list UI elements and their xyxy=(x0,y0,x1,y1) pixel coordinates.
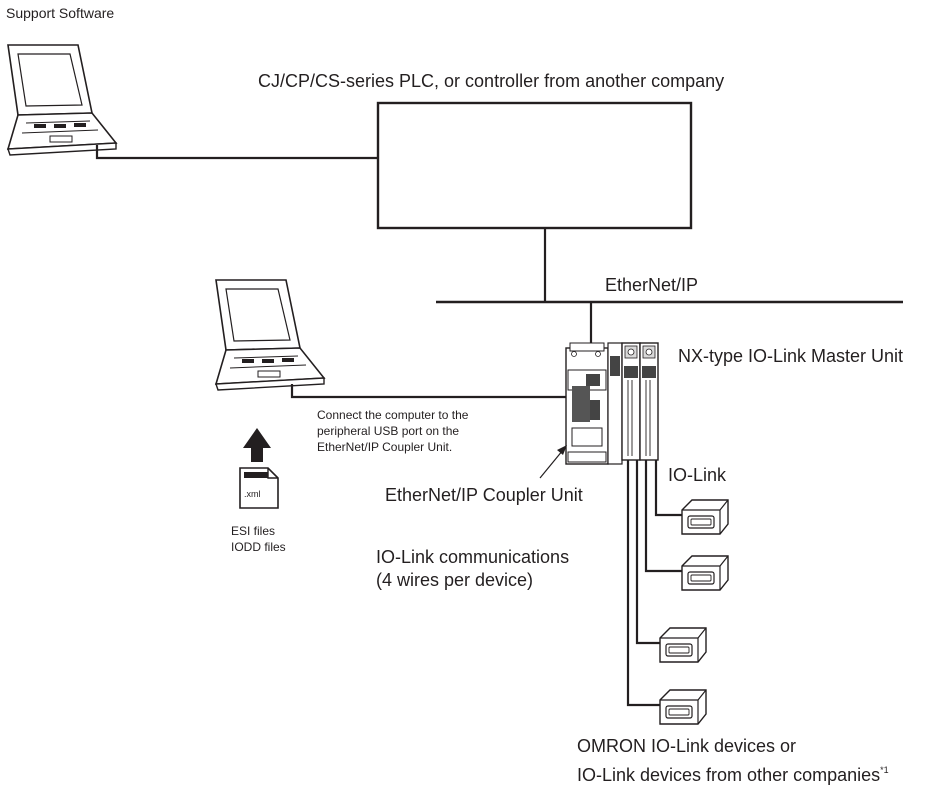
coupler-unit-label: EtherNet/IP Coupler Unit xyxy=(385,485,583,505)
laptop-icon xyxy=(215,279,325,391)
connect-note-line: Connect the computer to the xyxy=(317,408,469,422)
devices-label: OMRON IO-Link devices or IO-Link devices… xyxy=(577,734,889,787)
io-link-label: IO-Link xyxy=(668,465,727,485)
master-unit-icon xyxy=(607,342,659,465)
plc-box xyxy=(376,101,693,230)
devices-label-line: IO-Link devices from other companies*1 xyxy=(577,758,889,787)
devices-label-line: OMRON IO-Link devices or xyxy=(577,736,797,756)
io-link-device-icon xyxy=(681,555,729,591)
iolink-comm-line: IO-Link communications xyxy=(376,547,570,567)
iolink-comm-line: (4 wires per device) xyxy=(376,570,534,590)
devices-label-text: IO-Link devices from other companies xyxy=(577,765,881,785)
connect-note-line: peripheral USB port on the xyxy=(317,424,460,438)
connect-note: Connect the computer to the peripheral U… xyxy=(317,407,468,455)
iodd-files-label: IODD files xyxy=(231,540,286,554)
io-link-wiring xyxy=(626,460,683,707)
connect-note-line: EtherNet/IP Coupler Unit. xyxy=(317,440,453,454)
files-label: ESI files IODD files xyxy=(231,523,286,555)
coupler-unit-icon xyxy=(565,342,609,465)
pointer-arrow xyxy=(539,445,567,479)
esi-files-label: ESI files xyxy=(231,524,276,538)
file-ext-label: .xml xyxy=(244,489,261,499)
up-arrow-icon xyxy=(243,428,271,462)
file-icon: .xml xyxy=(239,467,279,509)
io-link-device-icon xyxy=(659,689,707,725)
io-link-device-icon xyxy=(681,499,729,535)
plc-label: CJ/CP/CS-series PLC, or controller from … xyxy=(258,71,725,91)
laptop-icon xyxy=(7,44,117,156)
iolink-comm-label: IO-Link communications (4 wires per devi… xyxy=(376,546,569,592)
footnote-mark: *1 xyxy=(880,765,889,775)
master-unit-label: NX-type IO-Link Master Unit xyxy=(678,346,904,366)
ethernet-ip-label: EtherNet/IP xyxy=(605,275,699,295)
io-link-device-icon xyxy=(659,627,707,663)
support-software-label: Support Software xyxy=(6,5,115,21)
